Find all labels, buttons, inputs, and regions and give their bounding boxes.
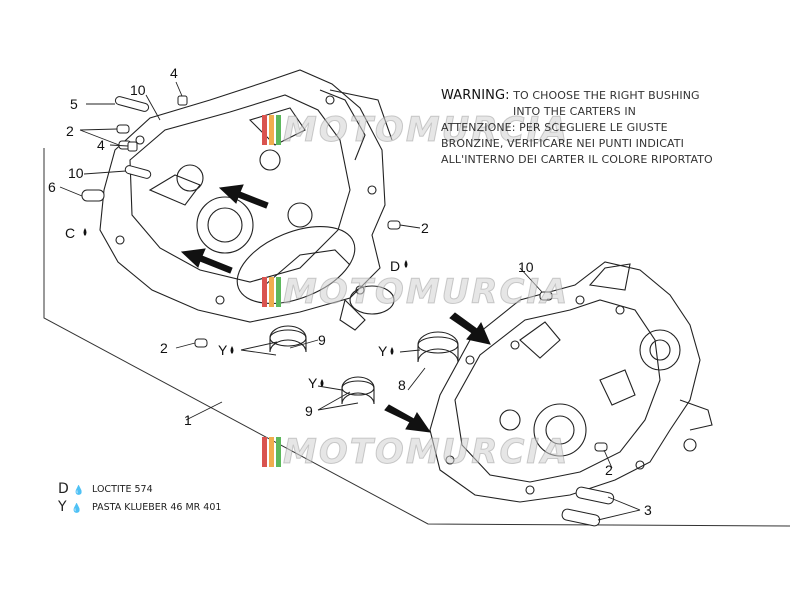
callout-2-right-bottom: 2 [605, 462, 613, 478]
warning-line-5: ALL'INTERNO DEI CARTER IL COLORE RIPORTA… [441, 153, 713, 166]
callout-9-upper: 9 [318, 332, 326, 348]
callout-2-bottom-left: 2 [160, 340, 168, 356]
warning-line-1: WARNING: TO CHOOSE THE RIGHT BUSHING [441, 88, 700, 103]
dowel-2d [194, 338, 208, 348]
marker-y-1: Y [218, 342, 228, 358]
small-parts [81, 95, 615, 527]
legend-text-d: LOCTITE 574 [92, 483, 153, 495]
callout-4: 3 [644, 502, 652, 518]
dowel-3a [177, 95, 188, 106]
pin-4b [561, 508, 601, 527]
callout-6: 5 [70, 96, 78, 112]
callout-1: 1 [184, 412, 192, 428]
bearing-9a [269, 325, 307, 353]
legend-symbol-d: D 💧 [58, 481, 85, 497]
warning-title: WARNING: [441, 88, 510, 103]
dowel-2c [387, 220, 401, 230]
watermark-top: MOTOMURCIA [262, 110, 569, 151]
callout-3-mid: 4 [97, 137, 105, 153]
warning-note: WARNING: TO CHOOSE THE RIGHT BUSHING INT… [441, 88, 741, 168]
pin-6 [114, 96, 150, 112]
dowel-3b [127, 141, 138, 152]
marker-c: C [65, 225, 75, 241]
legend: D 💧 LOCTITE 574 Y 💧 PASTA KLUEBER 46 MR … [58, 480, 221, 516]
warning-line-3: ATTENZIONE: PER SCEGLIERE LE GIUSTE [441, 121, 668, 134]
legend-row-y: Y 💧 PASTA KLUEBER 46 MR 401 [58, 498, 221, 516]
marker-y-2: Y [308, 375, 318, 391]
legend-row-d: D 💧 LOCTITE 574 [58, 480, 221, 498]
bearing-9b [341, 376, 375, 405]
dowel-2e [594, 442, 608, 452]
callout-10-mid: 10 [68, 165, 84, 181]
right-crankcase-half [429, 261, 713, 503]
callout-10-right: 10 [518, 259, 534, 275]
bearing-8 [417, 331, 459, 363]
callout-numbers: 5 10 4 2 4 10 6 2 2 9 9 8 1 10 2 3 [48, 65, 652, 518]
assembly-bracket-lines [43, 148, 791, 527]
warning-line-2: INTO THE CARTERS IN [513, 105, 636, 118]
callout-9-lower: 9 [305, 403, 313, 419]
callout-3-top: 4 [170, 65, 178, 81]
warning-line-4: BRONZINE, VERIFICARE NEI PUNTI INDICATI [441, 137, 684, 150]
watermark-middle: MOTOMURCIA [262, 272, 569, 313]
marker-d: D [390, 258, 400, 274]
watermark-bottom: MOTOMURCIA [262, 432, 569, 473]
leader-lines [59, 81, 641, 521]
legend-text-y: PASTA KLUEBER 46 MR 401 [92, 501, 222, 513]
callout-10-top: 10 [130, 82, 146, 98]
dowel-2a [116, 124, 130, 134]
pin-4a [575, 486, 615, 505]
callout-8: 8 [398, 377, 406, 393]
callout-5: 6 [48, 179, 56, 195]
pin-10a [124, 165, 152, 179]
dowel-10b [539, 291, 553, 301]
indicator-arrows [180, 184, 491, 433]
legend-symbol-y: Y 💧 [58, 499, 83, 515]
compound-markers: C D Y Y Y [65, 225, 408, 391]
marker-y-3: Y [378, 343, 388, 359]
bushing-5 [81, 189, 105, 202]
callout-2-right-top: 2 [421, 220, 429, 236]
left-crankcase-half [99, 69, 393, 331]
main-bearings [269, 285, 459, 405]
callout-2-left: 2 [66, 123, 74, 139]
